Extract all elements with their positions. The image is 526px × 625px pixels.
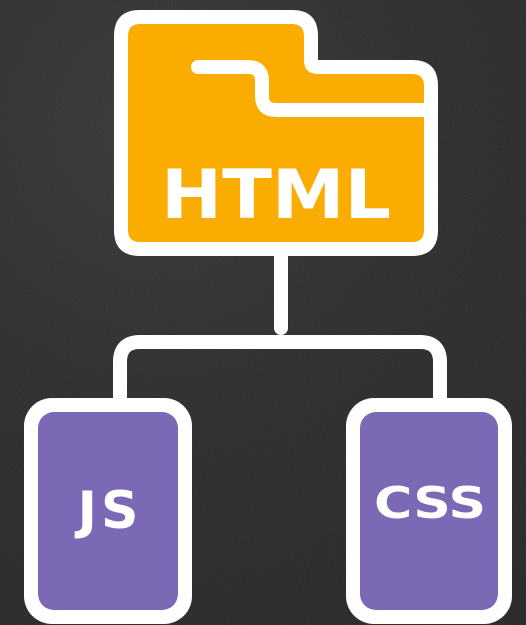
css-file-fill (360, 412, 498, 610)
js-label: JS (75, 481, 143, 541)
html-folder-fill (128, 24, 424, 242)
tree-connectors (113, 249, 447, 407)
css-file-node: CSS (346, 398, 512, 624)
folder-tab-line (191, 60, 431, 117)
css-label: CSS (374, 478, 486, 529)
branch-connector (113, 335, 447, 407)
html-folder-node: HTML (114, 10, 438, 256)
html-label: HTML (161, 156, 391, 235)
js-file-fill (38, 412, 178, 610)
js-file-node: JS (24, 398, 192, 624)
